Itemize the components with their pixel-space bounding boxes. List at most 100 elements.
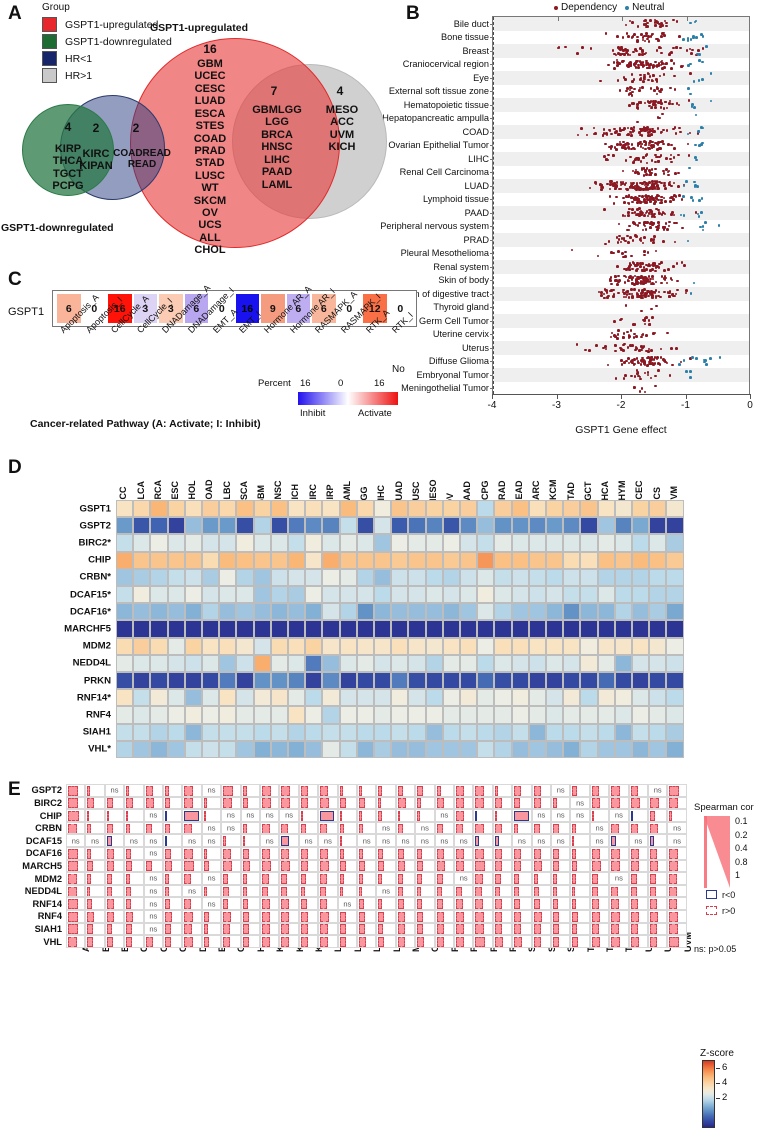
heatmap-cell [580,672,598,690]
dependency-point [630,360,633,363]
heatmap-cell [391,568,409,586]
corr-fan-shape [87,810,90,821]
corr-cell [66,796,86,810]
scatter-row-band: Peripheral nervous system [380,219,749,233]
corr-cell [628,859,648,873]
corr-fan-shape [456,823,464,834]
heatmap-cell [116,723,134,741]
dependency-point [633,87,636,91]
corr-cell [473,897,493,910]
corr-fan-shape [242,873,247,884]
corr-ns-label: ns [207,899,216,909]
corr-cell: ns [357,834,377,847]
heatmap-cell [391,654,409,672]
corr-cell [85,910,105,923]
dependency-point [632,220,635,224]
dependency-point [613,146,617,149]
heatmap-cell [580,654,598,672]
dependency-point [626,211,630,215]
corr-cell [628,821,648,835]
heatmap-cell [288,568,306,586]
dependency-point [613,335,617,338]
dependency-point [627,93,631,97]
heatmap-cell [580,568,598,586]
corr-fan-shape [417,848,422,859]
dependency-point [649,195,652,199]
dependency-point [649,19,652,22]
dependency-point [651,74,655,77]
venn-count-blue-red: 2 [132,121,140,135]
corr-cell [589,809,610,822]
scatter-row-label: Renal Cell Carcinoma [399,167,489,178]
row-tick [490,185,493,187]
dependency-point [630,186,634,189]
dependency-point [617,329,620,332]
venn-count-green: 4 [64,120,72,134]
dependency-point [652,263,656,267]
dependency-point [647,362,651,366]
dependency-point [645,194,648,198]
heatmap-cell [460,500,478,518]
heatmap-cell [184,568,202,586]
corr-cell: ns [434,809,454,822]
dependency-point [638,53,641,56]
dependency-point [644,141,648,145]
dependency-point [631,90,634,94]
heatmap-cell [460,603,478,621]
dependency-point [640,167,644,171]
legend-swatch-icon [42,51,57,66]
corr-ns-label: ns [129,836,138,846]
dependency-point [639,239,643,243]
corr-cell [318,922,338,936]
dependency-point [613,52,616,56]
corr-fan-shape [281,899,289,910]
dependency-point [651,32,655,36]
corr-cell [667,897,687,910]
dependency-point [662,196,666,200]
heatmap-cell [477,654,495,672]
legend-dot-icon [625,5,630,10]
dependency-point [648,280,652,283]
corr-fan-shape [475,810,478,821]
dependency-point [660,198,664,202]
heatmap-cell [511,500,529,518]
corr-cell [240,784,260,797]
neutral-point [693,185,697,189]
corr-fan-shape [87,823,91,834]
corr-cell [492,834,513,847]
neutral-point [682,38,685,41]
dependency-point [662,72,666,76]
dependency-point [631,200,634,204]
corr-cell [279,872,299,885]
dependency-point [654,289,658,293]
corr-cell [221,910,241,923]
heatmap-cell [425,534,443,552]
dependency-point [640,200,643,204]
heatmap-cell [150,568,168,586]
dependency-point [642,294,646,297]
dependency-point [622,377,626,380]
dependency-point [659,90,662,94]
heatmap-cell [356,689,374,707]
neutral-point [687,87,690,90]
corr-ns-label: ns [149,924,158,934]
corr-fan-shape [591,873,599,884]
scatter-row-band: External soft tissue zone [389,84,749,98]
corr-cell [589,935,610,948]
heatmap-cell [425,500,443,518]
dependency-point [690,52,693,55]
corr-fan-shape [359,823,363,834]
dependency-point [652,102,655,106]
dependency-point [631,21,634,24]
corr-ns-label: ns [149,899,158,909]
dependency-point [610,132,613,136]
venn-items-green-blue: KIRC KIPAN [79,148,113,173]
dependency-point [639,262,642,265]
corr-cell [570,784,590,797]
dependency-point [644,275,647,279]
corr-cell [337,847,357,860]
corr-cell [163,847,183,860]
dependency-point [659,295,662,299]
dependency-point [663,359,666,362]
corr-cell: ns [454,834,474,847]
